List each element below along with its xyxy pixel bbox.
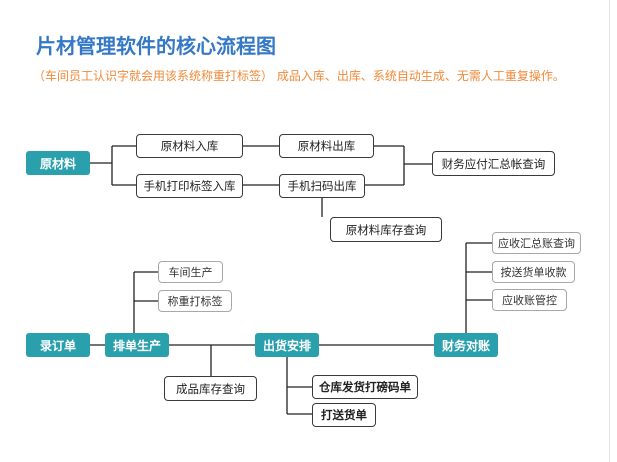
- page-subtitle: （车间员工认识字就会用该系统称重打标签） 成品入库、出库、系统自动生成、无需人工…: [33, 69, 565, 83]
- node-finance-payable-summary-query: 财务应付汇总帐查询: [432, 151, 555, 176]
- node-phone-scan-out: 手机扫码出库: [279, 174, 365, 198]
- connector-raw-to-branches: [90, 145, 136, 186]
- node-raw-material-out: 原材料出库: [279, 134, 374, 158]
- connector-shipment-branches: [286, 356, 312, 415]
- node-schedule-production: 排单生产: [105, 333, 169, 357]
- node-raw-material-stock-query: 原材料库存查询: [330, 217, 442, 242]
- node-print-delivery-note: 打送货单: [312, 403, 376, 427]
- node-receivable-control: 应收账管控: [492, 289, 567, 311]
- node-warehouse-ship-weigh-slip: 仓库发货打磅码单: [312, 375, 418, 399]
- node-finance-reconciliation: 财务对账: [434, 333, 498, 357]
- page-right-border: [609, 0, 610, 462]
- connector-out-to-finance: [365, 145, 432, 186]
- node-collect-by-delivery-note: 按送货单收款: [492, 261, 575, 283]
- connector-finance-branches: [465, 242, 492, 334]
- node-raw-material: 原材料: [26, 151, 90, 175]
- node-shipment-arrangement: 出货安排: [255, 333, 319, 357]
- node-receivable-summary-query: 应收汇总账查询: [492, 232, 581, 254]
- node-finished-stock-query: 成品库存查询: [164, 376, 257, 401]
- node-manual-print-label-in: 手机打印标签入库: [136, 174, 243, 198]
- node-enter-order: 录订单: [26, 333, 90, 357]
- node-workshop-production: 车间生产: [158, 261, 223, 283]
- page-title: 片材管理软件的核心流程图: [36, 34, 276, 58]
- node-weigh-print-label: 称重打标签: [158, 290, 232, 312]
- node-raw-material-in: 原材料入库: [136, 134, 243, 158]
- connector-production-branches: [133, 271, 158, 334]
